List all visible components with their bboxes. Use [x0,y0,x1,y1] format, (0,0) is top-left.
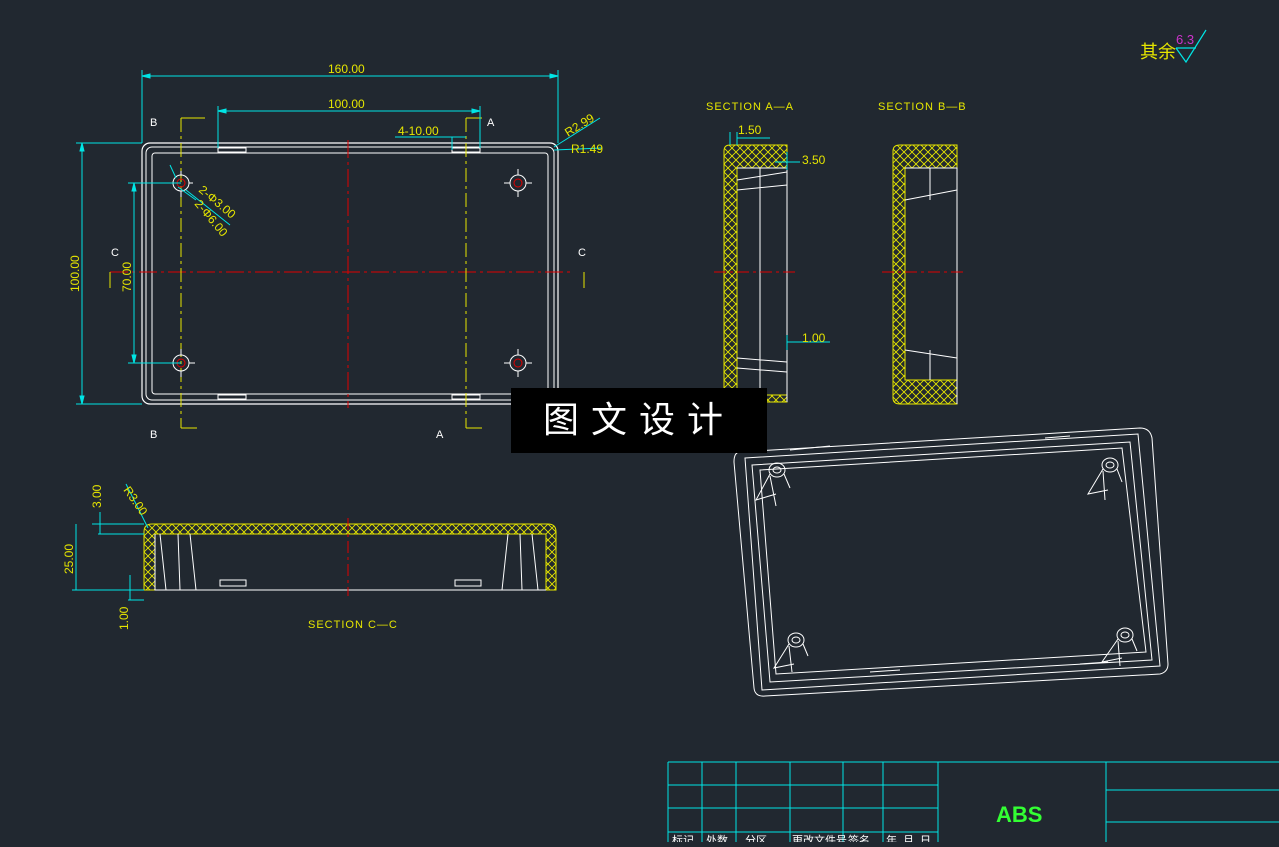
section-cc-hatch [143,523,557,591]
title-block [667,761,1279,842]
dim-outer-radius: R2.99 [562,111,597,140]
section-aa-title: SECTION A—A [706,101,794,113]
plan-outer-outline [141,142,559,405]
slot-top-left [217,147,247,153]
roughness-value: 6.3 [1176,32,1194,47]
dim-inner-radius: R1.49 [571,142,603,156]
plan-dimension-lines [76,70,603,405]
cut-label-a-top: A [487,117,495,129]
section-aa: SECTION A—A 1.50 3.50 1.00 [706,101,830,403]
plan-view: B B A A C C 160.00 100.00 4-10.00 R2.99 … [68,62,603,441]
iso-boss-bottom-left [772,632,809,673]
cut-label-b-bottom: B [150,429,157,441]
section-bb-title: SECTION B—B [878,101,967,113]
dim-aa-rib: 1.00 [802,331,826,345]
dim-aa-wall: 1.50 [738,123,762,137]
dim-width: 160.00 [328,62,365,76]
section-cc-dim-lines [72,483,149,601]
dim-hole-vertical: 70.00 [120,262,134,292]
title-block-header-cell: 处数 [706,834,728,842]
iso-boss-top-right [1086,457,1123,501]
title-block-header-cell: 更改文件号 [792,833,847,842]
boss-top-right [504,169,532,197]
dim-cc-radius: R3.00 [121,484,151,519]
dim-height: 100.00 [68,255,82,292]
section-bb: SECTION B—B [878,101,967,405]
roughness-label: 其余 [1140,42,1176,62]
section-bb-outline [904,167,958,404]
section-cc: SECTION C—C R3.00 3.00 25.00 1.00 [62,483,557,631]
boss-bottom-right [504,349,532,377]
roughness-check-icon [1175,29,1207,64]
title-block-header-cell: 标记 [672,833,694,842]
section-aa-dim-lines [729,132,830,350]
material-label: ABS [996,802,1042,827]
dim-aa-boss: 3.50 [802,153,826,167]
section-markers-ab [181,117,482,429]
roughness-symbol: 其余 6.3 [1140,29,1207,64]
watermark: 图文设计 [511,388,767,453]
section-cc-slot-left [219,579,247,587]
cut-label-c-right: C [578,247,586,259]
section-bb-hatch [892,144,958,405]
section-markers-c [109,272,585,288]
isometric-view [733,427,1169,697]
dim-slot: 4-10.00 [398,124,439,138]
dim-hole-spacing: 100.00 [328,97,365,111]
title-block-header-cell: 月 [903,835,914,842]
dim-cc-depth: 25.00 [62,544,76,574]
cut-label-c-left: C [111,247,119,259]
plan-inner-outline [151,152,549,395]
title-block-header-cell: 签名 [848,833,870,842]
title-block-header-cell: 分区 [745,834,767,842]
title-block-headers: 标记 处数 分区 更改文件号签名 年月日 [672,833,931,847]
cut-label-b-top: B [150,117,157,129]
plan-outer-outline-2 [145,146,555,401]
slot-bottom-left [217,394,247,400]
cut-label-a-bottom: A [436,429,444,441]
title-block-header-cell: 年 [886,833,897,842]
dim-cc-top: 3.00 [90,484,104,508]
dim-cc-bottom: 1.00 [117,606,131,630]
iso-boss-top-left [754,462,791,507]
title-block-header-cell: 日 [920,835,931,842]
iso-boss-bottom-right [1100,627,1138,667]
section-aa-hatch [723,144,788,403]
section-aa-outline [736,167,788,402]
section-cc-outline [154,533,546,591]
section-cc-slot-right [454,579,482,587]
section-cc-title: SECTION C—C [308,619,398,631]
